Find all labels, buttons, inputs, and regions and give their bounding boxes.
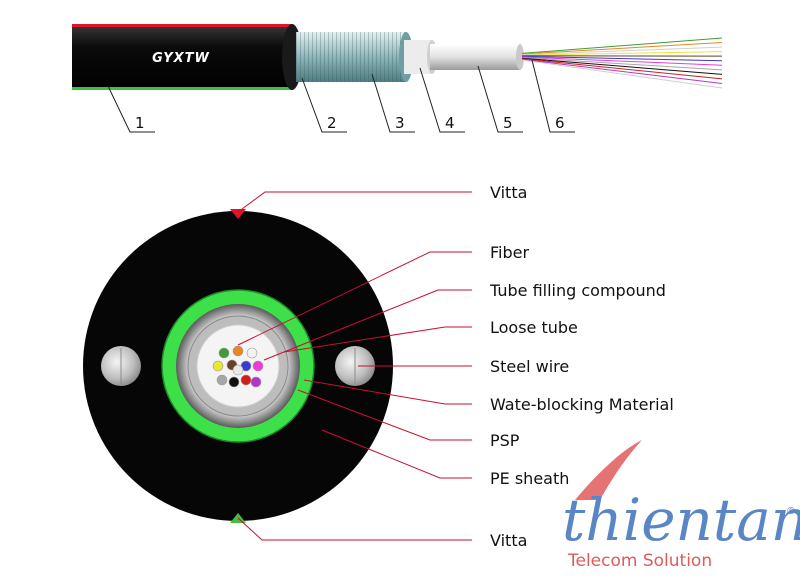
fiber-dot xyxy=(232,345,244,357)
layer-number-1: 1 xyxy=(135,114,145,132)
side-fiber-strand xyxy=(521,55,723,62)
leader-vitta-bottom xyxy=(237,517,472,541)
leader-psp xyxy=(297,389,472,441)
label-loose-tube: Loose tube xyxy=(490,318,578,337)
leader-water-blocking xyxy=(303,379,472,405)
logo-registered: ® xyxy=(786,506,796,517)
fiber-dot xyxy=(228,376,240,388)
side-fiber-strand xyxy=(521,59,723,89)
side-armor-ribs xyxy=(296,32,406,82)
leader-lines xyxy=(237,191,472,541)
fiber-dot xyxy=(252,360,264,372)
fiber-dot xyxy=(218,347,230,359)
side-fiber-strand xyxy=(521,57,723,71)
side-fiber-strand xyxy=(521,46,723,56)
label-steel-wire: Steel wire xyxy=(490,357,569,376)
fiber-dot xyxy=(240,374,252,386)
side-fiber-strand xyxy=(521,42,723,55)
cable-side-view: GYXTW xyxy=(72,24,723,90)
fiber-dot xyxy=(232,364,244,376)
label-vitta-top: Vitta xyxy=(490,183,527,202)
leader-fiber xyxy=(237,251,472,346)
side-fiber-strand xyxy=(521,51,723,56)
fiber-dot xyxy=(250,376,262,388)
side-fiber-strand xyxy=(521,56,723,66)
side-vitta-red-stripe xyxy=(72,24,292,27)
side-pe-sheath xyxy=(72,24,292,90)
layer-labels: Vitta Fiber Tube filling compound Loose … xyxy=(489,183,674,550)
side-vitta-green-stripe xyxy=(72,87,292,90)
layer-number-3: 3 xyxy=(395,114,405,132)
layer-number-callouts: 1 2 3 4 5 6 xyxy=(107,59,575,133)
leader-pe-sheath xyxy=(321,429,472,479)
layer-number-4: 4 xyxy=(445,114,455,132)
label-vitta-bottom: Vitta xyxy=(490,531,527,550)
fiber-bundle xyxy=(212,345,264,388)
label-pe-sheath: PE sheath xyxy=(490,469,569,488)
cable-cross-section xyxy=(83,209,393,523)
label-tube-filling: Tube filling compound xyxy=(489,281,666,300)
leader-loose-tube xyxy=(283,326,472,353)
vitta-top-marker xyxy=(230,209,246,219)
side-loose-tube xyxy=(430,44,520,70)
logo-tagline: Telecom Solution xyxy=(567,551,712,571)
layer-number-6: 6 xyxy=(555,114,565,132)
side-fibers xyxy=(521,37,723,89)
logo-word: thientan xyxy=(562,486,800,554)
thientan-logo: thientan ® Telecom Solution xyxy=(562,440,800,571)
side-fiber-strand xyxy=(521,58,723,84)
leader-tube-filling xyxy=(263,289,472,361)
label-psp: PSP xyxy=(490,431,520,450)
side-loose-tube-end xyxy=(516,44,524,70)
side-fiber-strand xyxy=(521,57,723,75)
fiber-dot xyxy=(212,360,224,372)
logo-swoosh xyxy=(575,440,642,500)
label-fiber: Fiber xyxy=(490,243,529,262)
leader-vitta-top xyxy=(237,191,472,213)
layer-number-5: 5 xyxy=(503,114,513,132)
fiber-dot xyxy=(246,347,258,359)
side-fiber-strand xyxy=(521,37,723,54)
layer-number-2: 2 xyxy=(327,114,337,132)
fiber-dot xyxy=(216,374,228,386)
label-water-blocking: Wate-blocking Material xyxy=(490,395,674,414)
side-fiber-strand xyxy=(521,58,723,80)
cable-name-print: GYXTW xyxy=(152,51,210,66)
